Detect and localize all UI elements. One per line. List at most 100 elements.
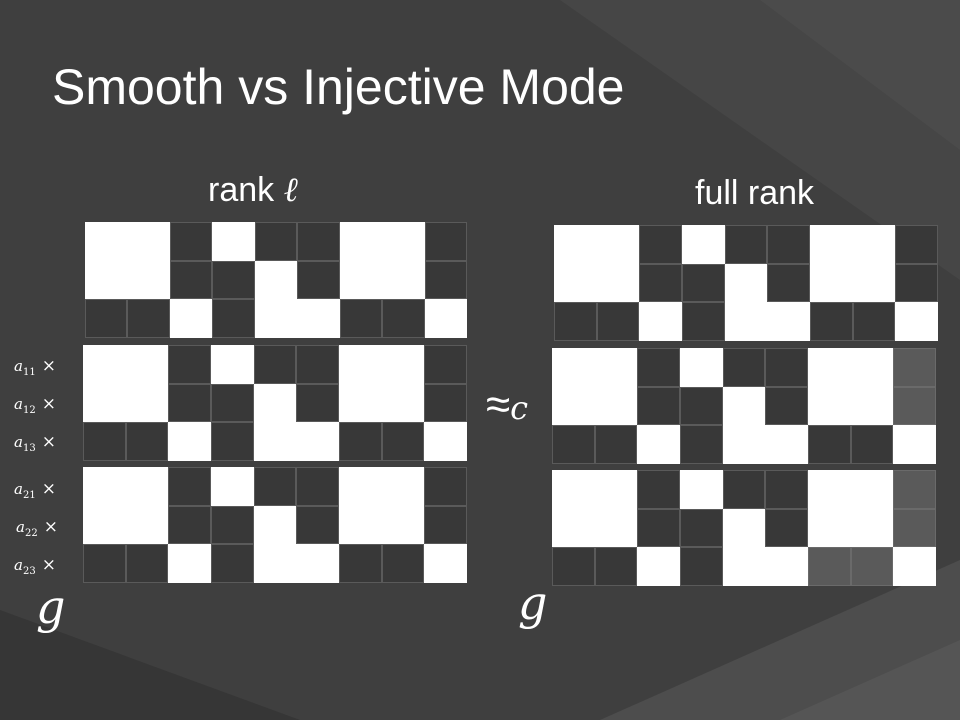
matrix-cell-r2-c2 xyxy=(125,505,169,545)
matrix-cell-r1-c2 xyxy=(594,348,638,387)
matrix-cell-r2-c5 xyxy=(722,508,766,548)
matrix-cell-r2-c5 xyxy=(253,383,297,423)
matrix-cell-r3-c9 xyxy=(424,544,467,583)
matrix-cell-r1-c7 xyxy=(808,470,851,509)
right-matrix-3 xyxy=(552,470,936,586)
matrix-cell-r3-c4 xyxy=(212,299,255,338)
matrix-cell-r1-c9 xyxy=(895,225,938,264)
matrix-cell-r1-c6 xyxy=(296,467,339,506)
matrix-cell-r3-c7 xyxy=(808,547,851,586)
matrix-cell-r2-c3 xyxy=(168,505,211,545)
matrix-cell-r1-c7 xyxy=(339,222,383,261)
matrix-cell-r2-c4 xyxy=(211,383,254,423)
right-matrix-2 xyxy=(552,348,936,464)
matrix-cell-r2-c9 xyxy=(424,505,467,545)
right-header: full rank xyxy=(695,174,815,212)
matrix-cell-r1-c1 xyxy=(83,345,126,384)
matrix-cell-r3-c5 xyxy=(724,302,768,341)
matrix-cell-r3-c9 xyxy=(895,302,938,341)
matrix-cell-r2-c5 xyxy=(253,505,297,545)
matrix-cell-r1-c9 xyxy=(893,470,936,509)
matrix-cell-r2-c4 xyxy=(211,505,254,545)
matrix-cell-r1-c9 xyxy=(424,222,467,261)
matrix-cell-r3-c7 xyxy=(339,299,383,338)
times-symbol: × xyxy=(41,394,56,414)
matrix-cell-r2-c1 xyxy=(85,260,128,300)
matrix-cell-r1-c7 xyxy=(339,467,382,506)
matrix-cell-r3-c6 xyxy=(296,422,339,461)
matrix-cell-r1-c8 xyxy=(382,222,425,261)
matrix-cell-r3-c1 xyxy=(83,422,126,461)
matrix-cell-r2-c6 xyxy=(296,383,339,423)
matrix-cell-r3-c8 xyxy=(381,544,425,583)
matrix-cell-r3-c7 xyxy=(808,425,851,464)
left-header-prefix: rank xyxy=(208,171,284,209)
matrix-cell-r3-c7 xyxy=(339,544,382,583)
matrix-cell-r2-c2 xyxy=(596,263,640,303)
matrix-cell-r3-c4 xyxy=(680,547,723,586)
matrix-cell-r2-c6 xyxy=(767,263,810,303)
ell-symbol: ℓ xyxy=(283,170,298,210)
matrix-cell-r1-c6 xyxy=(296,345,339,384)
times-symbol: × xyxy=(41,479,56,499)
matrix-cell-r2-c4 xyxy=(680,386,723,426)
approx-subscript: c xyxy=(510,389,529,427)
matrix-cell-r1-c3 xyxy=(168,345,211,384)
coef-a21: a21× xyxy=(14,479,56,501)
matrix-cell-r2-c7 xyxy=(339,505,382,545)
matrix-cell-r2-c8 xyxy=(382,260,425,300)
matrix-cell-r3-c7 xyxy=(339,422,382,461)
matrix-cell-r2-c5 xyxy=(722,386,766,426)
matrix-cell-r2-c4 xyxy=(682,263,725,303)
coef-symbol: a xyxy=(14,395,23,413)
matrix-cell-r3-c3 xyxy=(637,547,680,586)
times-symbol: × xyxy=(41,432,56,452)
coef-a13: a13× xyxy=(14,432,56,454)
matrix-cell-r1-c5 xyxy=(253,467,297,506)
matrix-cell-r2-c3 xyxy=(637,386,680,426)
matrix-cell-r2-c8 xyxy=(852,263,896,303)
matrix-cell-r2-c2 xyxy=(127,260,170,300)
matrix-cell-r1-c9 xyxy=(424,345,467,384)
coef-symbol: a xyxy=(14,357,23,375)
matrix-cell-r1-c3 xyxy=(639,225,682,264)
matrix-cell-r1-c3 xyxy=(637,348,680,387)
matrix-cell-r2-c7 xyxy=(339,260,383,300)
coef-index: 23 xyxy=(22,566,36,577)
matrix-cell-r3-c9 xyxy=(424,299,467,338)
matrix-cell-r3-c2 xyxy=(127,299,170,338)
matrix-cell-r2-c1 xyxy=(552,386,595,426)
matrix-cell-r1-c3 xyxy=(169,222,213,261)
matrix-cell-r1-c1 xyxy=(83,467,126,506)
matrix-cell-r1-c1 xyxy=(552,470,595,509)
matrix-cell-r1-c5 xyxy=(722,470,766,509)
matrix-cell-r1-c1 xyxy=(552,348,595,387)
left-matrix-2 xyxy=(83,345,467,461)
matrix-cell-r1-c6 xyxy=(765,470,808,509)
matrix-cell-r3-c6 xyxy=(297,299,340,338)
matrix-cell-r3-c5 xyxy=(254,299,298,338)
matrix-cell-r3-c5 xyxy=(722,547,766,586)
matrix-cell-r3-c2 xyxy=(125,422,169,461)
matrix-cell-r1-c2 xyxy=(594,470,638,509)
matrix-cell-r3-c8 xyxy=(850,425,894,464)
matrix-cell-r3-c6 xyxy=(765,425,808,464)
matrix-cell-r1-c3 xyxy=(168,467,211,506)
coef-symbol: a xyxy=(16,518,25,536)
matrix-cell-r3-c2 xyxy=(596,302,640,341)
matrix-cell-r1-c4 xyxy=(212,222,255,261)
matrix-cell-r3-c4 xyxy=(211,422,254,461)
matrix-cell-r1-c2 xyxy=(125,345,169,384)
matrix-cell-r1-c2 xyxy=(596,225,640,264)
matrix-cell-r2-c3 xyxy=(637,508,680,548)
matrix-cell-r3-c8 xyxy=(850,547,894,586)
matrix-cell-r3-c3 xyxy=(168,422,211,461)
matrix-cell-r1-c4 xyxy=(680,470,723,509)
matrix-cell-r1-c8 xyxy=(381,345,425,384)
coef-symbol: a xyxy=(14,433,23,451)
approx-c-symbol: ≈c xyxy=(486,380,528,430)
matrix-cell-r2-c3 xyxy=(168,383,211,423)
left-matrix-3 xyxy=(83,467,467,583)
matrix-cell-r3-c8 xyxy=(382,299,425,338)
matrix-cell-r2-c1 xyxy=(83,383,126,423)
